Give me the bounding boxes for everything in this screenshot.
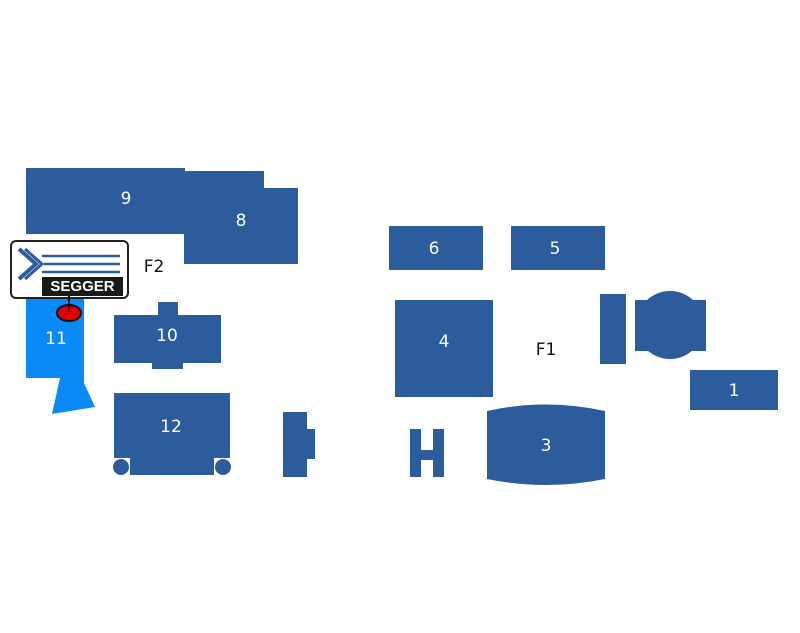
- booth-5-label: 5: [550, 239, 561, 259]
- booth-3-label: 3: [541, 436, 552, 456]
- booth-10[interactable]: 10: [114, 302, 221, 369]
- booth-unnumbered-a[interactable]: [283, 412, 315, 477]
- booth-1-label: 1: [729, 381, 740, 401]
- segger-logo-callout[interactable]: SEGGER: [10, 240, 129, 299]
- booth-3[interactable]: 3: [487, 404, 605, 486]
- zone-f1-label: F1: [536, 340, 557, 360]
- booth-11-highlighted[interactable]: 11: [26, 297, 95, 414]
- segger-logo-text: SEGGER: [50, 278, 114, 295]
- zone-f2-label: F2: [144, 257, 165, 277]
- booth-12[interactable]: 12: [113, 393, 231, 475]
- booth-12-label: 12: [160, 417, 182, 437]
- booth-10-label: 10: [156, 326, 178, 346]
- booth-6-label: 6: [429, 239, 440, 259]
- booth-6[interactable]: 6: [389, 226, 483, 270]
- booth-unnumbered-c[interactable]: [635, 291, 706, 359]
- booth-9[interactable]: 9: [26, 168, 185, 234]
- booth-11-label: 11: [45, 329, 67, 349]
- location-pin-icon[interactable]: [56, 296, 82, 322]
- segger-chevron-logo-icon: [17, 247, 120, 281]
- booth-5[interactable]: 5: [511, 226, 605, 270]
- booth-4-label: 4: [439, 332, 450, 352]
- booth-4[interactable]: 4: [395, 300, 493, 397]
- booth-8[interactable]: 8: [184, 171, 298, 264]
- booth-9-label: 9: [121, 189, 132, 209]
- booth-1[interactable]: 1: [690, 370, 778, 410]
- booth-8-label: 8: [236, 211, 247, 231]
- booth-unnumbered-b[interactable]: [600, 294, 626, 364]
- booth-unnumbered-h[interactable]: [410, 429, 444, 477]
